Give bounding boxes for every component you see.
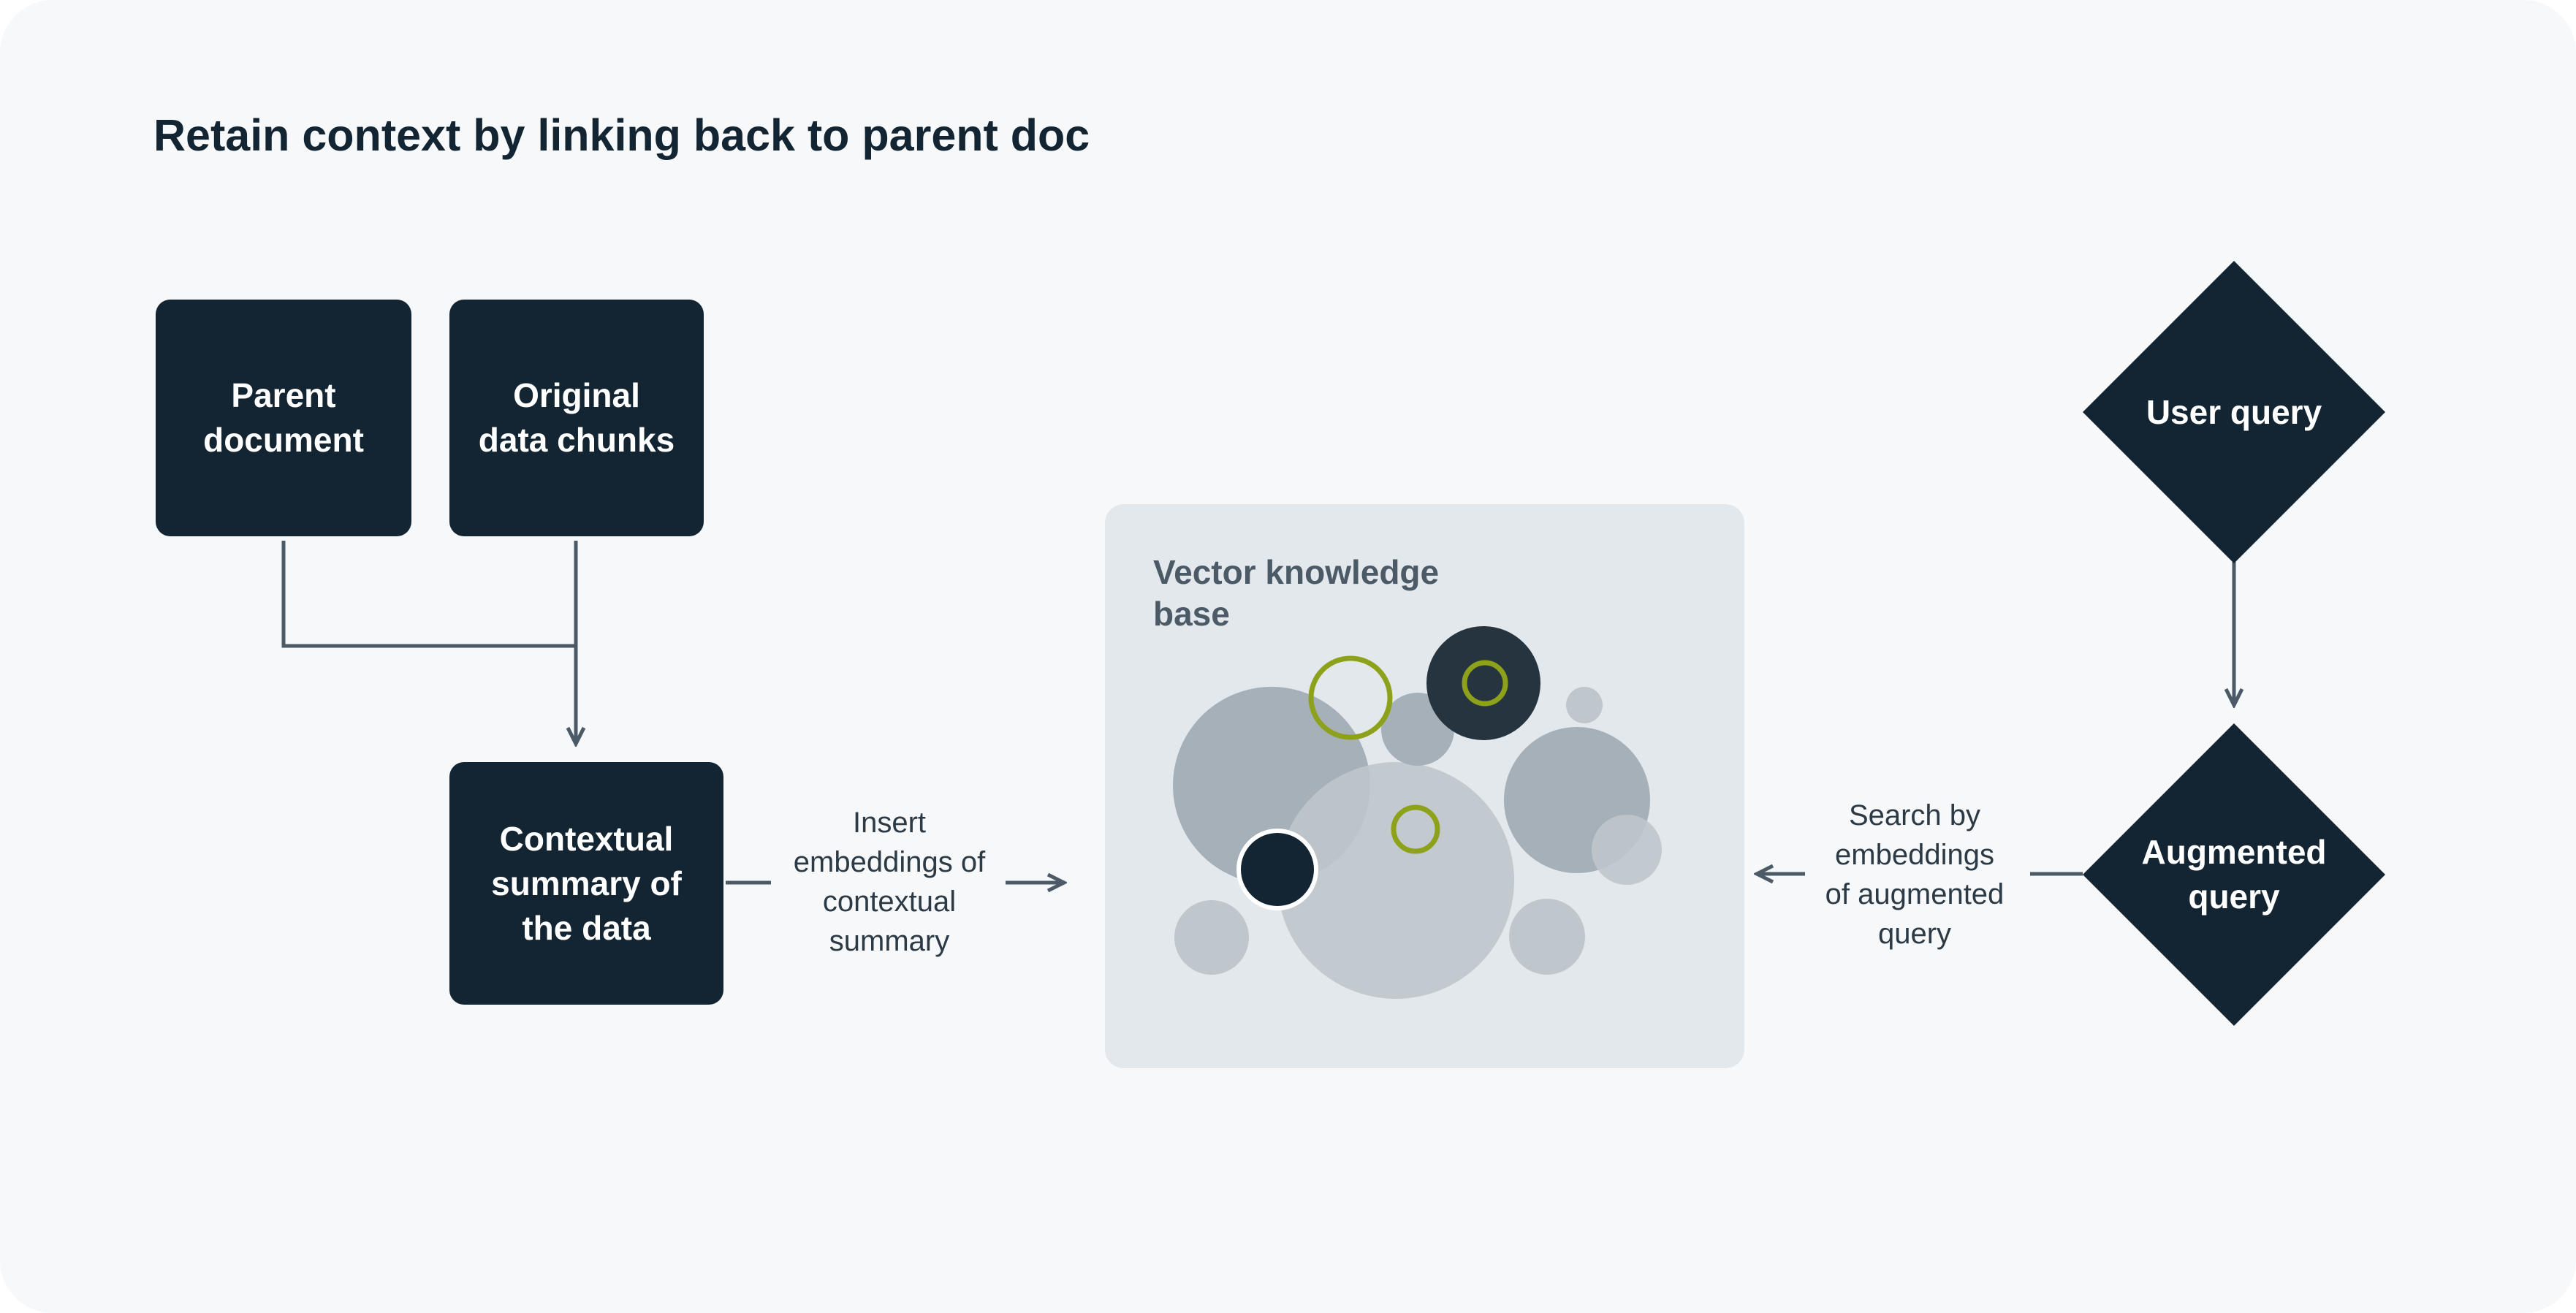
bubble-bottom-left [1174,900,1249,975]
node-user-query: User query [2083,261,2385,563]
edge-label-search: Search by embeddings of augmented query [1825,799,2005,950]
node-original-data-chunks: Original data chunks [449,300,704,536]
bubble-bottom-right [1509,899,1585,975]
node-user-query-label: User query [2146,392,2322,431]
diamond-shape [2083,723,2385,1026]
node-original-data-chunks-label: Original data chunks [478,376,675,459]
node-augmented-query-label: Augmented query [2141,833,2327,916]
diamond-shape [2083,261,2385,563]
bubble-dark-highlight [1236,829,1318,910]
connector-parent-to-merge [281,541,576,648]
bubble-dark-top [1426,626,1540,740]
bubble-green-ring-small [1391,804,1440,854]
node-parent-document: Parent document [156,300,411,536]
node-contextual-summary-label: Contextual summary of the data [491,819,682,947]
bubble-large-center [1277,762,1514,999]
bubble-dark-top-ring [1462,660,1508,707]
node-contextual-summary: Contextual summary of the data [449,762,723,1005]
node-augmented-query: Augmented query [2083,723,2385,1026]
vector-knowledge-base-title: Vector knowledge base [1153,553,1440,633]
bubble-right-small [1592,815,1662,885]
bubble-green-ring-large [1308,655,1393,740]
diagram-title: Retain context by linking back to parent… [153,110,1090,160]
edge-label-insert: Insert embeddings of contextual summary [793,807,986,957]
bubble-tiny [1566,687,1603,723]
node-parent-document-label: Parent document [203,376,364,459]
